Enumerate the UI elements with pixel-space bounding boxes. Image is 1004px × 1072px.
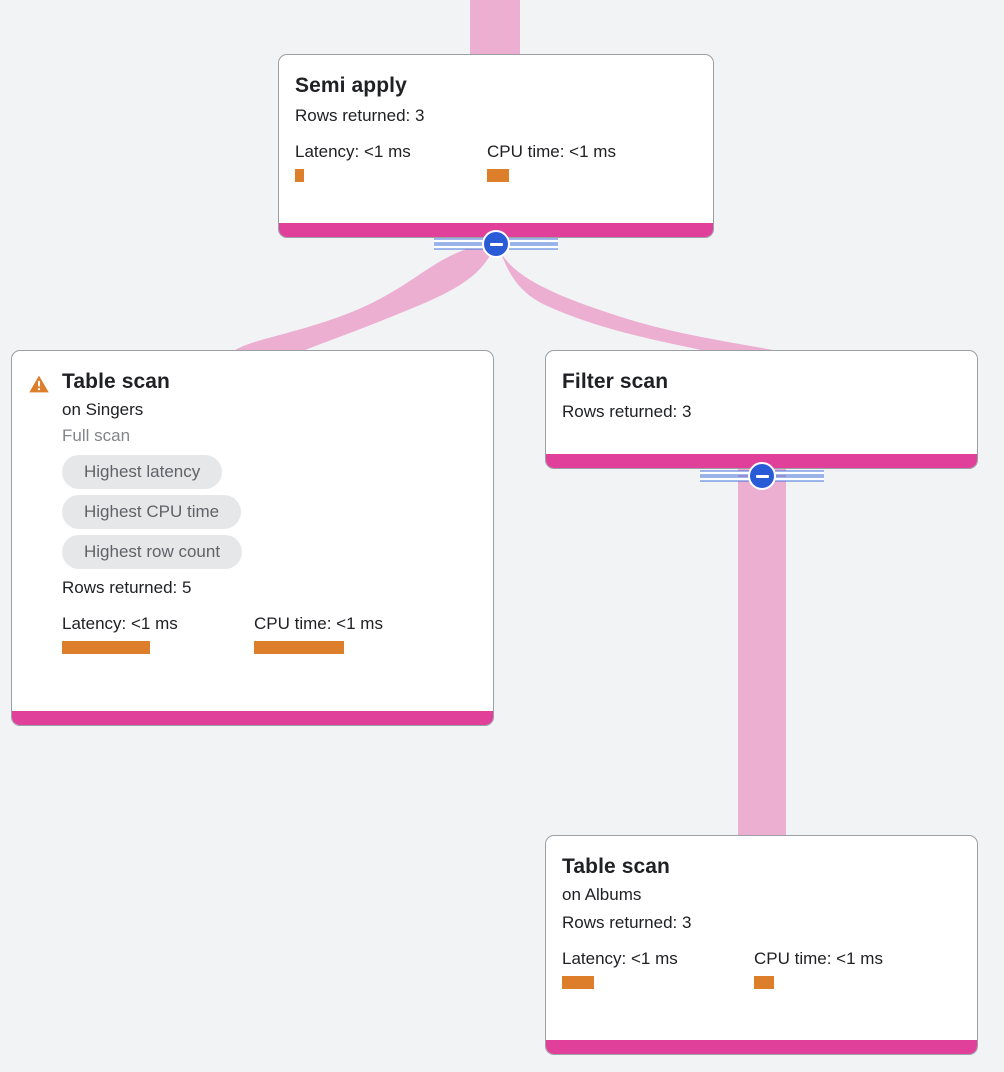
- metric-cpu: CPU time: <1 ms: [754, 947, 883, 989]
- toggle-semi-apply[interactable]: [434, 230, 558, 258]
- metric-latency-bar: [562, 976, 594, 989]
- node-title: Filter scan: [562, 370, 669, 393]
- metric-latency-bar: [295, 169, 304, 182]
- node-title: Semi apply: [295, 74, 407, 97]
- metric-latency: Latency: <1 ms: [295, 140, 487, 182]
- metric-latency-label: Latency: <1 ms: [562, 949, 678, 968]
- node-semi-apply-header: Semi apply: [295, 71, 697, 101]
- minus-glyph: [489, 242, 503, 246]
- metric-cpu-bar: [487, 169, 509, 182]
- toggle-rail-left: [434, 237, 488, 251]
- edge-filter-scan-to-table-scan-albums: [738, 468, 786, 848]
- metric-latency-label: Latency: <1 ms: [62, 614, 178, 633]
- badge-highest-cpu-time[interactable]: Highest CPU time: [62, 495, 242, 529]
- warning-triangle-icon: [29, 375, 49, 393]
- badge-list: Highest latency Highest CPU time Highest…: [62, 455, 383, 569]
- toggle-rail-right: [770, 469, 824, 483]
- node-scan-type: Full scan: [62, 426, 131, 445]
- node-subtitle: on Singers: [62, 400, 144, 419]
- node-table-scan-singers[interactable]: Table scan on Singers Full scan Highest …: [11, 350, 494, 726]
- node-semi-apply[interactable]: Semi apply Rows returned: 3 Latency: <1 …: [278, 54, 714, 238]
- rows-returned: Rows returned: 5: [62, 578, 192, 597]
- metric-latency-label: Latency: <1 ms: [295, 142, 411, 161]
- edge-into-semi-apply: [470, 0, 520, 58]
- node-filter-scan-header: Filter scan: [562, 367, 961, 397]
- node-accent-bar: [546, 1040, 977, 1054]
- edge-semi-apply-to-table-scan-singers: [232, 243, 496, 352]
- node-table-scan-singers-body: Table scan on Singers Full scan Highest …: [12, 351, 493, 711]
- metrics-row: Latency: <1 ms CPU time: <1 ms: [295, 140, 697, 182]
- rows-returned: Rows returned: 3: [562, 402, 692, 421]
- metrics-row: Latency: <1 ms CPU time: <1 ms: [62, 612, 383, 654]
- toggle-rail-right: [504, 237, 558, 251]
- node-title: Table scan: [62, 370, 170, 393]
- node-accent-bar: [12, 711, 493, 725]
- node-table-scan-albums[interactable]: Table scan on Albums Rows returned: 3 La…: [545, 835, 978, 1055]
- toggle-rail-left: [700, 469, 754, 483]
- minus-circle-icon[interactable]: [482, 230, 510, 258]
- metric-latency: Latency: <1 ms: [62, 612, 254, 654]
- rows-returned: Rows returned: 3: [295, 106, 425, 125]
- metric-cpu-label: CPU time: <1 ms: [254, 614, 383, 633]
- node-accent-bar: [546, 454, 977, 468]
- node-title: Table scan: [562, 855, 670, 878]
- metric-cpu-bar: [254, 641, 344, 654]
- edge-semi-apply-to-filter-scan: [496, 243, 784, 352]
- node-table-scan-albums-header: Table scan on Albums: [562, 852, 961, 908]
- metric-latency: Latency: <1 ms: [562, 947, 754, 989]
- node-filter-scan[interactable]: Filter scan Rows returned: 3: [545, 350, 978, 469]
- minus-circle-icon[interactable]: [748, 462, 776, 490]
- toggle-filter-scan[interactable]: [700, 462, 824, 490]
- rows-returned: Rows returned: 3: [562, 913, 692, 932]
- node-table-scan-albums-body: Table scan on Albums Rows returned: 3 La…: [546, 836, 977, 1040]
- minus-glyph: [755, 474, 769, 478]
- node-subtitle: on Albums: [562, 885, 642, 904]
- metric-cpu-label: CPU time: <1 ms: [487, 142, 616, 161]
- badge-highest-row-count[interactable]: Highest row count: [62, 535, 243, 569]
- node-table-scan-singers-header: Table scan on Singers Full scan Highest …: [28, 367, 477, 654]
- metric-cpu: CPU time: <1 ms: [487, 140, 616, 182]
- metrics-row: Latency: <1 ms CPU time: <1 ms: [562, 947, 961, 989]
- metric-cpu-bar: [754, 976, 774, 989]
- metric-cpu: CPU time: <1 ms: [254, 612, 383, 654]
- node-filter-scan-body: Filter scan Rows returned: 3: [546, 351, 977, 454]
- badge-highest-latency[interactable]: Highest latency: [62, 455, 223, 489]
- metric-cpu-label: CPU time: <1 ms: [754, 949, 883, 968]
- node-semi-apply-body: Semi apply Rows returned: 3 Latency: <1 …: [279, 55, 713, 223]
- metric-latency-bar: [62, 641, 150, 654]
